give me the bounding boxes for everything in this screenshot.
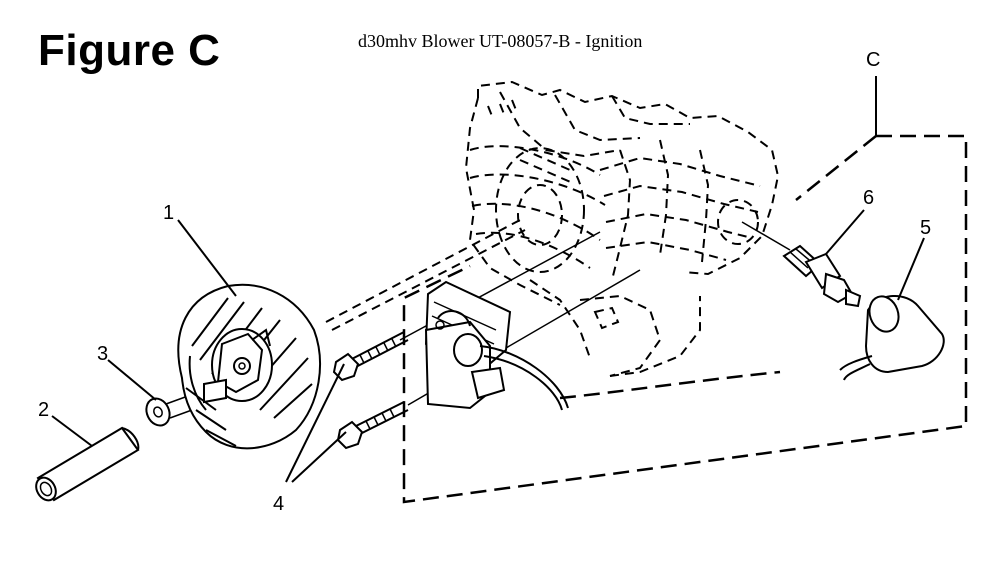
diagram-title: d30mhv Blower UT-08057-B - Ignition [358,31,643,51]
part-3-washer [145,395,193,427]
engine-block-outline [464,80,780,377]
part-5-plug-boot [839,294,945,381]
part-4-screw-lower [336,401,409,450]
callout-4: 4 [273,493,284,515]
leader-lines [51,76,925,483]
callout-c: C [866,49,880,71]
assembly-centerlines [325,219,791,406]
part-6-spark-plug [782,244,862,308]
part-2-shaft-sleeve [35,426,140,502]
callout-3: 3 [97,343,108,365]
assembly-c-boundary [402,134,968,504]
callout-1: 1 [163,202,174,224]
figure-label: Figure C [38,26,221,75]
callout-6: 6 [863,187,874,209]
part-4-screw-upper [332,331,409,382]
callout-2: 2 [38,399,49,421]
part-1-flywheel [177,283,321,450]
callout-5: 5 [920,217,931,239]
ignition-coil-module [424,280,569,411]
